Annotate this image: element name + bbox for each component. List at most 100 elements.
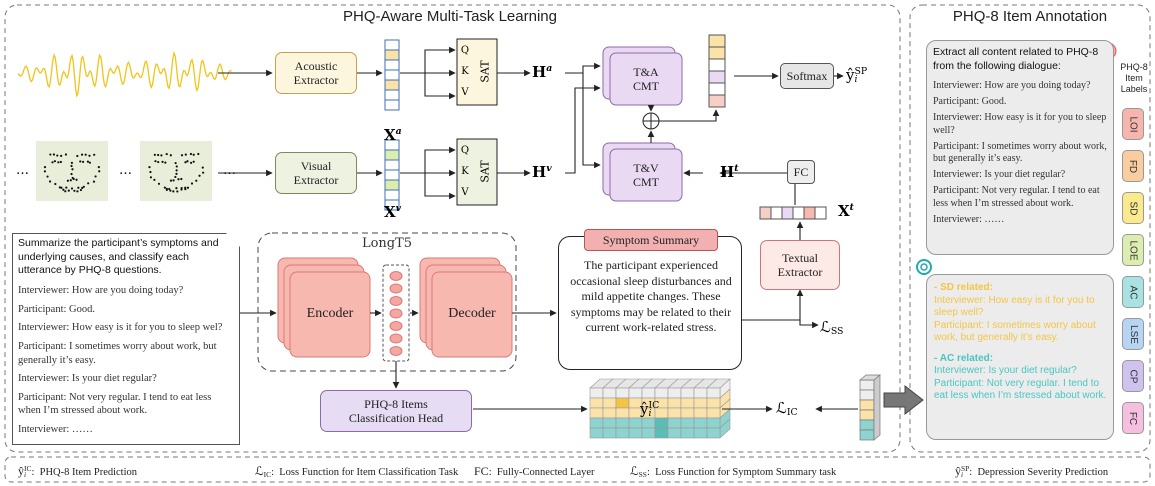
- item-label-text: LOI: [1127, 115, 1139, 133]
- fc-box: FC: [787, 160, 815, 184]
- encoder-label: Encoder: [306, 306, 354, 322]
- textual-extractor-line1: Textual: [782, 250, 818, 265]
- legend-colon: :: [271, 467, 280, 478]
- sat-v-v: V: [461, 187, 469, 198]
- prompt-right-line-7: Interviewer: ……: [933, 213, 1005, 225]
- prompt-left-line-1: Interviewer: How are you doing today?: [18, 285, 184, 296]
- prompt-left-line-3: Interviewer: How easy is it for you to s…: [18, 322, 223, 334]
- legend-frame: [4, 456, 1151, 483]
- symptom-summary-text: The participant experienced occasional s…: [570, 258, 732, 335]
- encoder-stack: [277, 257, 371, 358]
- item-label-text: FC: [1127, 411, 1139, 425]
- legend-colon: :: [969, 467, 978, 478]
- prompt-right-line-5: Interviewer: Is your diet regular?: [933, 169, 1066, 181]
- classification-head: PHQ-8 Items Classification Head: [320, 390, 472, 432]
- item-label-loe: LOE: [1122, 234, 1144, 266]
- item-label-text: AC: [1127, 285, 1139, 299]
- sat-qkv-visual: Q K V: [459, 140, 471, 203]
- sat-q-a: Q: [460, 45, 470, 56]
- acoustic-extractor-line2: Extractor: [293, 73, 339, 87]
- cmt-tv-label: T&V CMT: [610, 149, 682, 201]
- legend-text: Loss Function for Item Classification Ta…: [279, 467, 459, 478]
- cmt-ta-line2: CMT: [632, 79, 659, 93]
- legend-text: PHQ-8 Item Prediction: [39, 467, 138, 478]
- sat-label-acoustic: SAT: [478, 60, 492, 83]
- left-panel-title: PHQ-Aware Multi-Task Learning: [343, 8, 557, 25]
- prompt-right-line-4: Participant: I sometimes worry about wor…: [933, 140, 1107, 164]
- softmax-box: Softmax: [780, 63, 834, 89]
- item-label-text: LOE: [1127, 239, 1139, 261]
- ellipsis-mid: …: [119, 163, 132, 178]
- sat-q-v: Q: [460, 145, 470, 156]
- text-token-vector: [759, 206, 827, 220]
- legend-symbol: ℒ SS: [630, 464, 647, 480]
- prompt-right-line-3: Interviewer: How easy is it for you to s…: [933, 112, 1107, 136]
- cmt-ta-label: T&A CMT: [610, 53, 682, 105]
- prompt-left-dialogue: Interviewer: How are you doing today? Par…: [18, 284, 233, 442]
- ellipsis-right: …: [223, 163, 236, 178]
- item-classification-grid: [589, 378, 731, 439]
- item-label-loi: LOI: [1122, 108, 1144, 140]
- prompt-left-line-7: Interviewer: ……: [18, 424, 93, 436]
- legend-text: Loss Function for Symptom Summary task: [655, 467, 837, 478]
- cmt-ta-stack: [602, 46, 683, 106]
- response-ac-line1: Interviewer: Is your diet regular?: [934, 365, 1077, 376]
- classification-head-line1: PHQ-8 Items: [364, 396, 428, 411]
- cmt-tv-stack: [602, 142, 683, 202]
- item-label-lse: LSE: [1122, 318, 1144, 350]
- response-sd-line2: Participant: I sometimes worry about wor…: [934, 319, 1096, 344]
- connector-arrows: [218, 46, 858, 413]
- latent-token-column: [382, 264, 410, 362]
- legend-item-4: ℒ SS: Loss Function for Symptom Summary …: [630, 464, 836, 479]
- decoder-label: Decoder: [448, 306, 496, 322]
- cmt-tv-line2: CMT: [632, 175, 659, 189]
- symptom-summary-header: Symptom Summary: [584, 229, 718, 251]
- cmt-tv-line1: T&V: [633, 160, 659, 175]
- fused-feature-vector: [708, 34, 726, 108]
- legend-item-2: ℒ IC: Loss Function for Item Classificat…: [255, 464, 458, 479]
- annotation-response-bubble: [926, 274, 1114, 440]
- longt5-frame: [257, 232, 517, 372]
- textual-extractor-line2: Extractor: [777, 265, 823, 279]
- prompt-right-line-6: Participant: Not very regular. I tend to…: [933, 185, 1100, 209]
- response-sd-line1: Interviewer: How easy is it for you to s…: [934, 294, 1095, 319]
- sat-k-v: K: [461, 166, 469, 177]
- prompt-left-instruction: Summarize the participant’s symptoms and…: [18, 237, 219, 277]
- symbol-l-ic: ℒ IC: [776, 399, 798, 418]
- legend-text: Fully-Connected Layer: [496, 467, 595, 478]
- item-label-fd: FD: [1122, 150, 1144, 182]
- sat-k-a: K: [461, 66, 469, 77]
- classification-head-line2: Classification Head: [348, 411, 444, 425]
- response-ac-line2: Participant: Not very regular. I tend to…: [934, 377, 1107, 402]
- decoder-stack: [419, 257, 513, 358]
- annotation-prompt-bubble: [926, 40, 1114, 255]
- textual-extractor: Textual Extractor: [760, 240, 840, 290]
- legend-colon: :: [31, 467, 40, 478]
- sat-block-acoustic: [456, 38, 498, 106]
- visual-extractor-line2: Extractor: [293, 173, 339, 187]
- prompt-right-dialogue: Interviewer: How are you doing today? Par…: [933, 80, 1108, 230]
- visual-extractor: Visual Extractor: [275, 152, 357, 194]
- visual-extractor-line1: Visual: [300, 158, 332, 173]
- legend-text: Depression Severity Prediction: [977, 467, 1109, 478]
- item-label-text: LSE: [1127, 324, 1139, 344]
- item-labels-title: PHQ-8 Item Labels: [1117, 62, 1151, 94]
- prompt-left-line-6: Participant: Not very regular. I tend to…: [18, 391, 212, 417]
- sat-block-visual: [456, 138, 498, 206]
- symbol-l-ss: ℒ SS: [820, 318, 844, 337]
- response-sd-header: - SD related:: [934, 282, 993, 293]
- item-label-cp: CP: [1122, 360, 1144, 392]
- prompt-right-line-1: Interviewer: How are you doing today?: [933, 80, 1091, 91]
- sat-v-a: V: [461, 87, 469, 98]
- legend-symbol: FC: [474, 464, 489, 478]
- right-panel-title: PHQ-8 Item Annotation: [952, 8, 1108, 25]
- legend-item-3: FC: Fully-Connected Layer: [474, 464, 595, 479]
- response-content: - SD related: Interviewer: How easy is i…: [934, 282, 1108, 403]
